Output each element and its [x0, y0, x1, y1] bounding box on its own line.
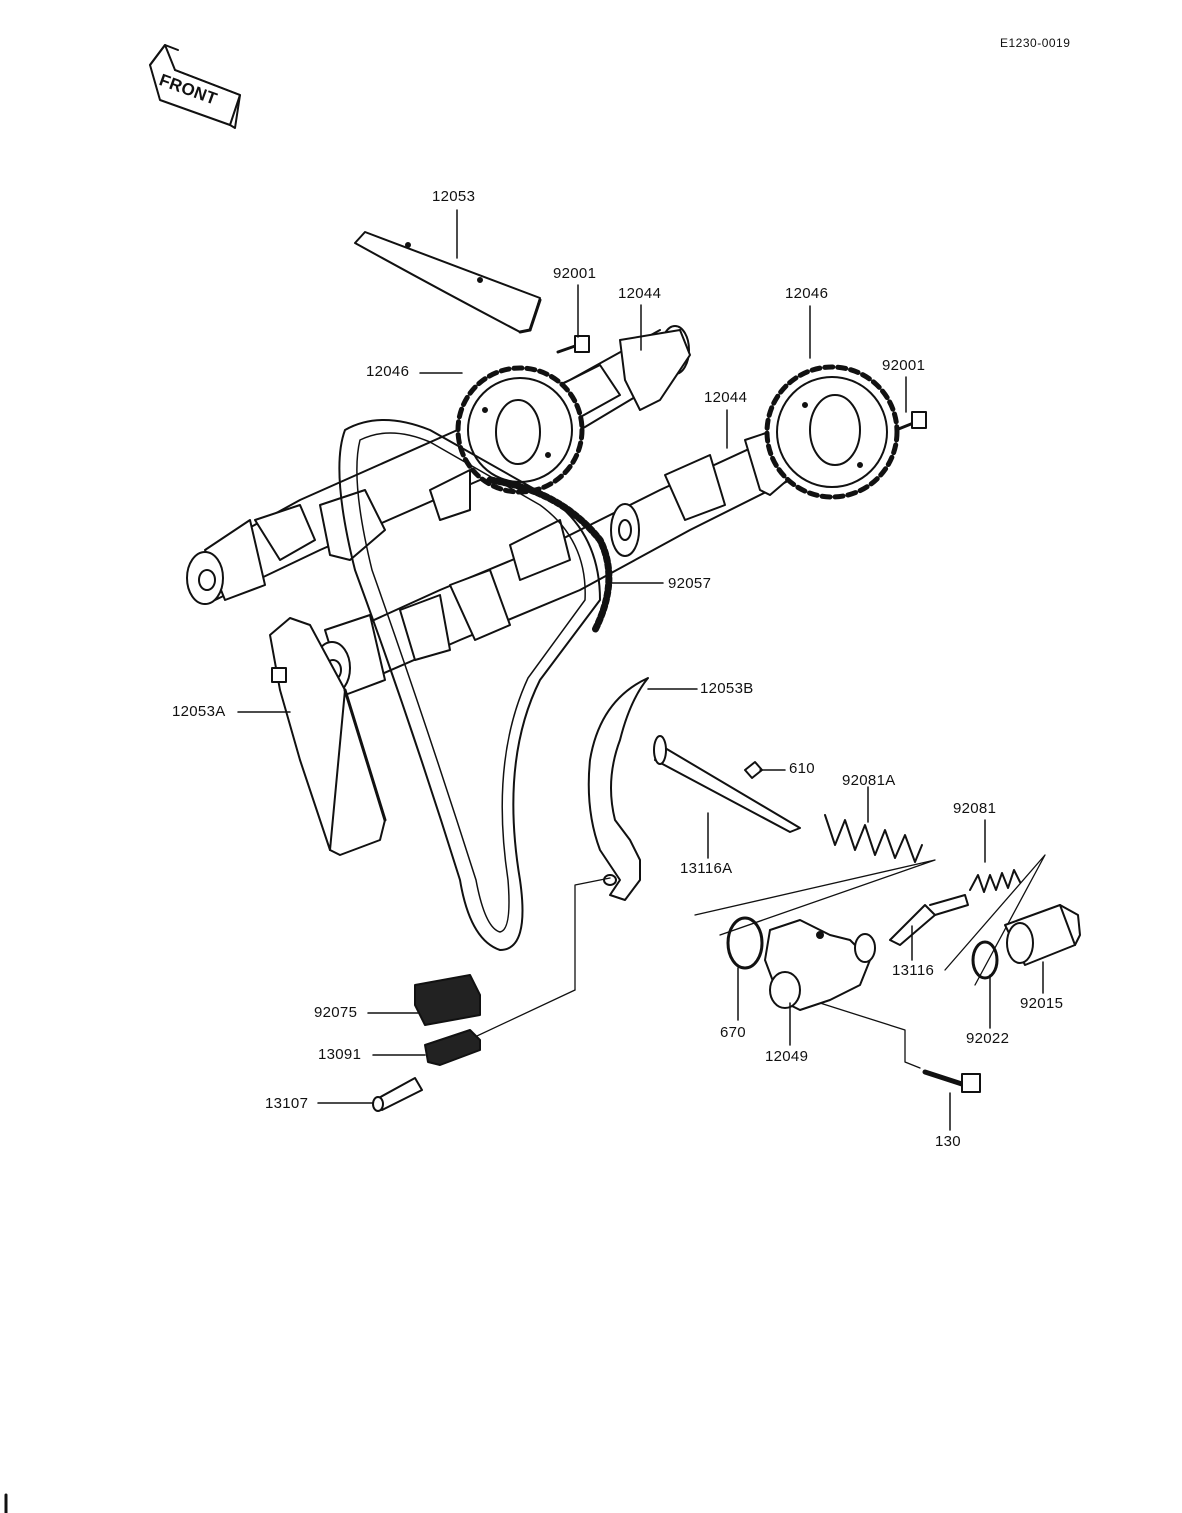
sprocket-left — [455, 365, 585, 495]
callout-12046-right: 12046 — [785, 285, 829, 302]
guide-lines — [429, 854, 1046, 1069]
callout-92015: 92015 — [1020, 995, 1064, 1012]
front-arrow-icon — [149, 44, 241, 129]
diagram-code: E1230-0019 — [1000, 36, 1071, 50]
pin-13107 — [372, 1077, 423, 1112]
callout-610: 610 — [789, 760, 815, 777]
push-rod — [653, 735, 801, 833]
callout-92081: 92081 — [953, 800, 997, 817]
callout-130: 130 — [935, 1133, 961, 1150]
bolt-icon — [894, 411, 927, 432]
chain-guide-left — [269, 617, 387, 856]
callout-92081A: 92081A — [842, 772, 896, 789]
callout-12053A: 12053A — [172, 703, 226, 720]
callout-12044-rear: 12044 — [618, 285, 662, 302]
leader-lines — [237, 209, 1044, 1131]
rubber-block — [414, 974, 481, 1026]
washer-icon — [971, 940, 999, 980]
callout-12049: 12049 — [765, 1048, 809, 1065]
spring-92081 — [969, 869, 1021, 893]
cam-chain — [338, 419, 613, 951]
callout-92001-right: 92001 — [882, 357, 926, 374]
o-ring-icon — [726, 916, 764, 970]
callout-92075: 92075 — [314, 1004, 358, 1021]
callout-13116A: 13116A — [680, 860, 733, 877]
callout-13091: 13091 — [318, 1046, 362, 1063]
plunger-pin — [889, 894, 969, 946]
camshaft-rear — [186, 325, 691, 605]
callout-92022: 92022 — [966, 1030, 1010, 1047]
callout-13116: 13116 — [892, 962, 935, 979]
bolt-icon — [556, 335, 590, 354]
callout-12046-left: 12046 — [366, 363, 410, 380]
holder-block — [424, 1029, 481, 1066]
callout-12053B: 12053B — [700, 680, 754, 697]
callout-12053: 12053 — [432, 188, 476, 205]
callout-670: 670 — [720, 1024, 746, 1041]
sprocket-right — [764, 364, 900, 500]
chain-guide-top — [354, 231, 542, 334]
callout-92057: 92057 — [668, 575, 712, 592]
bolt-130-icon — [922, 1069, 981, 1093]
cap-nut — [1004, 904, 1081, 966]
tensioner-arm — [587, 677, 649, 901]
callout-92001-left: 92001 — [553, 265, 597, 282]
spring-92081A — [824, 814, 923, 863]
callout-12044-front: 12044 — [704, 389, 748, 406]
tensioner-body — [764, 919, 876, 1011]
callout-13107: 13107 — [265, 1095, 309, 1112]
